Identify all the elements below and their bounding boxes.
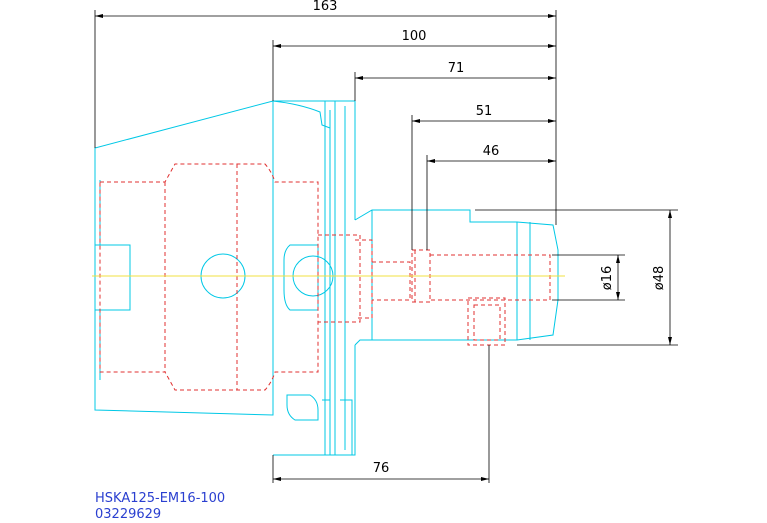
dim-length-46: 46 <box>483 144 500 159</box>
dim-bore-diameter: ø16 <box>600 266 615 291</box>
dim-length-76: 76 <box>373 461 390 476</box>
dim-length-71: 71 <box>448 61 465 76</box>
title-block: HSKA125-EM16-100 03229629 <box>95 491 225 523</box>
part-name: HSKA125-EM16-100 <box>95 491 226 506</box>
dim-length-51: 51 <box>476 104 493 119</box>
dimension-arrows <box>95 14 672 481</box>
dim-body-diameter: ø48 <box>652 266 667 291</box>
part-number: 03229629 <box>95 507 162 522</box>
dim-overall-length: 163 <box>313 0 338 14</box>
hidden-lines <box>99 163 551 391</box>
dim-length-100: 100 <box>402 29 427 44</box>
